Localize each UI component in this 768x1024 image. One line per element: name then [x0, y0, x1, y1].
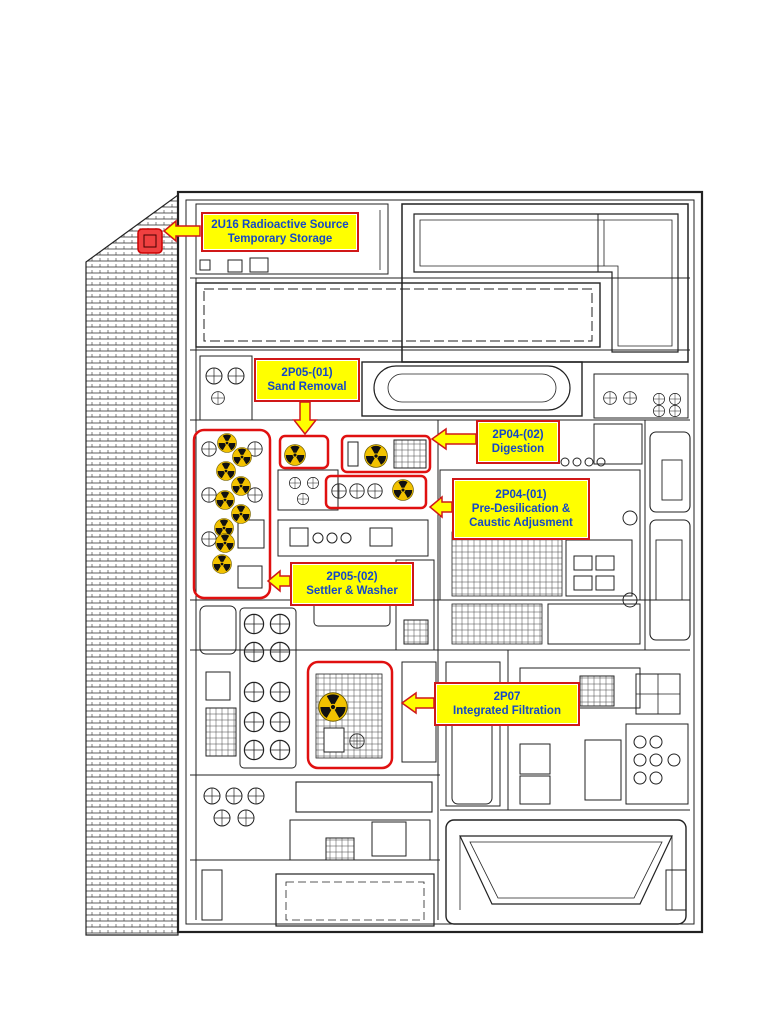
callout-line-1: 2U16 Radioactive Source	[211, 219, 349, 231]
callout-line-1: 2P04-(01)	[495, 489, 547, 501]
callout-2p07-integrated-filtration: 2P07 Integrated Filtration	[434, 682, 580, 726]
pre-desilication-tanks	[331, 483, 383, 499]
radiation-icon	[216, 461, 236, 481]
digestion-equipment	[347, 439, 427, 469]
callout-arrow-icon	[292, 401, 318, 436]
callout-line-2: Integrated Filtration	[453, 705, 561, 717]
radiation-icon	[232, 447, 252, 467]
highlighted-areas	[192, 428, 432, 770]
top-left-structures	[195, 203, 389, 275]
callout-2p04-01-pre-desilication: 2P04-(01) Pre-Desilication & Caustic Adj…	[452, 478, 590, 540]
long-dashed-building	[195, 282, 601, 348]
callout-line-2: Digestion	[491, 443, 545, 455]
callout-line-1: 2P07	[493, 691, 521, 703]
pre-desilication-outline	[324, 474, 428, 510]
oval-building	[361, 361, 583, 417]
callout-line-2: Pre-Desilication &	[471, 503, 571, 515]
radioactive-source-storage-marker	[137, 228, 163, 254]
callout-line-2: Sand Removal	[267, 381, 347, 393]
lower-left-equipment	[199, 605, 297, 769]
callout-arrow-icon	[430, 427, 477, 451]
callout-line-2: Settler & Washer	[306, 585, 398, 597]
radiation-icon	[318, 692, 348, 722]
right-process-units	[560, 373, 691, 641]
radiation-icon	[231, 504, 251, 524]
radiation-icon	[215, 490, 235, 510]
digestion-outline	[340, 434, 432, 474]
callout-line-1: 2P05-(02)	[326, 571, 378, 583]
callout-arrow-icon	[162, 219, 201, 243]
settler-washer-outline	[192, 428, 272, 600]
radiation-icon	[217, 433, 237, 453]
pre-desilication-area	[439, 469, 641, 645]
callout-arrow-icon	[266, 569, 291, 593]
callout-line-1: 2P05-(01)	[281, 367, 333, 379]
radiation-icon	[364, 444, 388, 468]
left-middle-equipment	[199, 355, 253, 421]
radiation-icon	[212, 554, 232, 574]
callout-arrow-icon	[428, 495, 453, 519]
bottom-section	[201, 781, 687, 927]
filtration-surroundings	[401, 661, 689, 807]
callout-2p05-01-sand-removal: 2P05-(01) Sand Removal	[254, 358, 360, 402]
hatched-storage-area	[85, 193, 179, 936]
sand-removal-outline	[278, 434, 330, 470]
callout-line-1: 2P04-(02)	[492, 429, 544, 441]
callout-2p04-02-digestion: 2P04-(02) Digestion	[476, 420, 560, 464]
radiation-icon	[215, 533, 235, 553]
callout-2p05-02-settler-washer: 2P05-(02) Settler & Washer	[290, 562, 414, 606]
callout-arrows	[162, 219, 477, 715]
callout-line-3: Caustic Adjusment	[469, 517, 573, 529]
radiation-icon	[231, 476, 251, 496]
radiation-icon	[392, 479, 414, 501]
settler-tanks	[201, 441, 265, 589]
radiation-icon	[284, 444, 306, 466]
callout-arrow-icon	[400, 691, 435, 715]
callout-line-2: Temporary Storage	[227, 233, 333, 245]
callout-2u16-radioactive-source: 2U16 Radioactive Source Temporary Storag…	[201, 212, 359, 252]
filtration-outline	[306, 660, 394, 770]
